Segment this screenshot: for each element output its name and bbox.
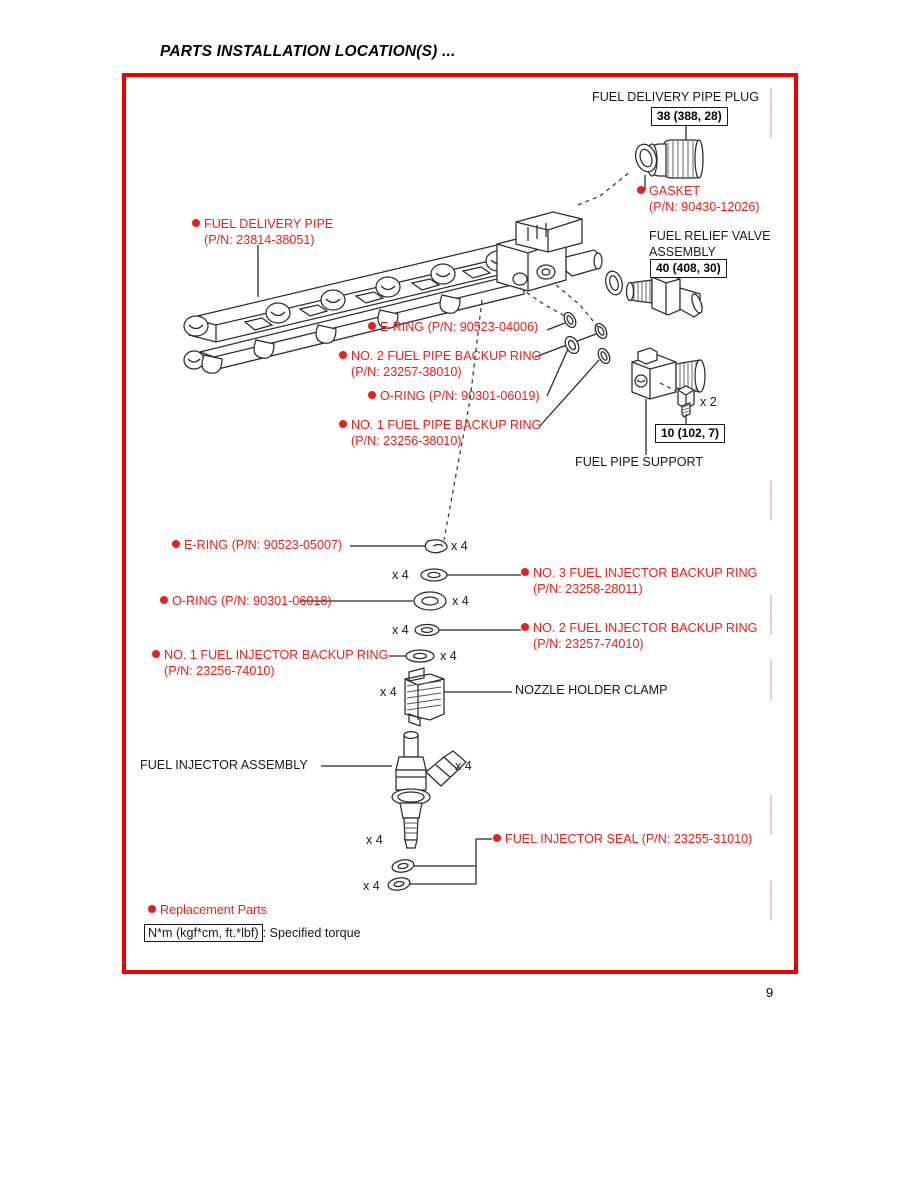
scan-artifact	[770, 795, 772, 835]
label-relief-valve-line1: FUEL RELIEF VALVE	[649, 229, 771, 243]
label-o-ring-lower: O-RING (P/N: 90301-06018)	[160, 594, 332, 610]
label-no2-injector-ring-name: NO. 2 FUEL INJECTOR BACKUP RING	[533, 621, 758, 635]
replacement-part-bullet	[368, 322, 376, 330]
legend-torque-symbol: N*m (kgf*cm, ft.*lbf)	[144, 924, 263, 942]
label-no1-injector-ring-name: NO. 1 FUEL INJECTOR BACKUP RING	[164, 648, 389, 662]
label-nozzle-holder-clamp: NOZZLE HOLDER CLAMP	[515, 683, 668, 697]
replacement-part-bullet	[339, 351, 347, 359]
replacement-part-bullet	[148, 905, 156, 913]
replacement-part-bullet	[339, 420, 347, 428]
qty-support-bolt: x 2	[700, 395, 717, 409]
label-e-ring-lower-name: E-RING (P/N: 90523-05007)	[184, 538, 343, 552]
label-no3-injector-ring-pn: (P/N: 23258-28011)	[533, 581, 643, 596]
label-fuel-delivery-pipe-pn: (P/N: 23814-38051)	[204, 232, 315, 247]
legend-replacement-parts: Replacement Parts	[148, 903, 267, 917]
scan-artifact	[770, 595, 772, 635]
torque-spec-relief-valve: 40 (408, 30)	[650, 259, 727, 278]
qty-no2-backup-ring: x 4	[392, 623, 409, 637]
qty-injector-seal-lower: x 4	[363, 879, 380, 893]
qty-nozzle-holder-clamp: x 4	[380, 685, 397, 699]
label-fuel-pipe-support: FUEL PIPE SUPPORT	[575, 455, 704, 469]
replacement-part-bullet	[521, 568, 529, 576]
label-o-ring-upper: O-RING (P/N: 90301-06019)	[368, 389, 540, 405]
qty-fuel-injector-assembly: x 4	[455, 759, 472, 773]
replacement-part-bullet	[152, 650, 160, 658]
label-e-ring-lower: E-RING (P/N: 90523-05007)	[172, 538, 342, 554]
label-no3-injector-ring-name: NO. 3 FUEL INJECTOR BACKUP RING	[533, 566, 758, 580]
label-no1-pipe-ring-name: NO. 1 FUEL PIPE BACKUP RING	[351, 418, 542, 432]
label-o-ring-lower-name: O-RING (P/N: 90301-06018)	[172, 594, 332, 608]
qty-e-ring-lower: x 4	[451, 539, 468, 553]
label-no1-pipe-ring-pn: (P/N: 23256-38010)	[351, 433, 462, 448]
scan-artifact	[770, 880, 772, 920]
label-fuel-injector-assembly: FUEL INJECTOR ASSEMBLY	[140, 758, 308, 772]
label-no2-pipe-ring-pn: (P/N: 23257-38010)	[351, 364, 462, 379]
qty-o-ring-lower: x 4	[452, 594, 469, 608]
label-no1-fuel-injector-backup-ring: NO. 1 FUEL INJECTOR BACKUP RING (P/N: 23…	[152, 648, 388, 679]
legend-replacement-parts-text: Replacement Parts	[160, 903, 268, 917]
page-number: 9	[766, 985, 774, 1000]
label-relief-valve-line2: ASSEMBLY	[649, 244, 716, 259]
scan-artifact	[770, 660, 772, 700]
scan-artifact	[770, 88, 772, 138]
qty-no1-backup-ring: x 4	[440, 649, 457, 663]
label-no2-fuel-pipe-backup-ring: NO. 2 FUEL PIPE BACKUP RING (P/N: 23257-…	[339, 349, 541, 380]
label-fuel-delivery-pipe-plug: FUEL DELIVERY PIPE PLUG	[592, 90, 760, 104]
label-fuel-injector-seal-name: FUEL INJECTOR SEAL (P/N: 23255-31010)	[505, 832, 753, 846]
label-no2-injector-ring-pn: (P/N: 23257-74010)	[533, 636, 644, 651]
label-gasket-name: GASKET	[649, 184, 701, 198]
qty-no3-backup-ring: x 4	[392, 568, 409, 582]
label-no2-pipe-ring-name: NO. 2 FUEL PIPE BACKUP RING	[351, 349, 542, 363]
torque-spec-pipe-plug: 38 (388, 28)	[651, 107, 728, 126]
legend-torque: N*m (kgf*cm, ft.*lbf): Specified torque	[144, 924, 361, 942]
scan-artifact	[770, 480, 772, 520]
label-no2-fuel-injector-backup-ring: NO. 2 FUEL INJECTOR BACKUP RING (P/N: 23…	[521, 621, 757, 652]
replacement-part-bullet	[172, 540, 180, 548]
label-o-ring-upper-name: O-RING (P/N: 90301-06019)	[380, 389, 540, 403]
legend-torque-meaning: : Specified torque	[262, 926, 361, 940]
label-e-ring-upper-name: E-RING (P/N: 90523-04006)	[380, 320, 539, 334]
label-fuel-delivery-pipe-name: FUEL DELIVERY PIPE	[204, 217, 334, 231]
replacement-part-bullet	[160, 596, 168, 604]
replacement-part-bullet	[637, 186, 645, 194]
label-gasket: GASKET (P/N: 90430-12026)	[637, 184, 760, 215]
replacement-part-bullet	[521, 623, 529, 631]
label-fuel-injector-seal: FUEL INJECTOR SEAL (P/N: 23255-31010)	[493, 832, 752, 848]
replacement-part-bullet	[368, 391, 376, 399]
label-fuel-delivery-pipe: FUEL DELIVERY PIPE (P/N: 23814-38051)	[192, 217, 333, 248]
qty-injector-seal-upper: x 4	[366, 833, 383, 847]
label-no1-injector-ring-pn: (P/N: 23256-74010)	[164, 663, 275, 678]
torque-spec-pipe-support-bolt: 10 (102, 7)	[655, 424, 726, 443]
replacement-part-bullet	[493, 834, 501, 842]
label-no3-fuel-injector-backup-ring: NO. 3 FUEL INJECTOR BACKUP RING (P/N: 23…	[521, 566, 757, 597]
replacement-part-bullet	[192, 219, 200, 227]
label-fuel-relief-valve-assembly: FUEL RELIEF VALVE ASSEMBLY	[649, 229, 771, 260]
page-title: PARTS INSTALLATION LOCATION(S) ...	[160, 43, 456, 60]
label-e-ring-upper: E-RING (P/N: 90523-04006)	[368, 320, 538, 336]
label-no1-fuel-pipe-backup-ring: NO. 1 FUEL PIPE BACKUP RING (P/N: 23256-…	[339, 418, 541, 449]
label-gasket-pn: (P/N: 90430-12026)	[649, 199, 760, 214]
